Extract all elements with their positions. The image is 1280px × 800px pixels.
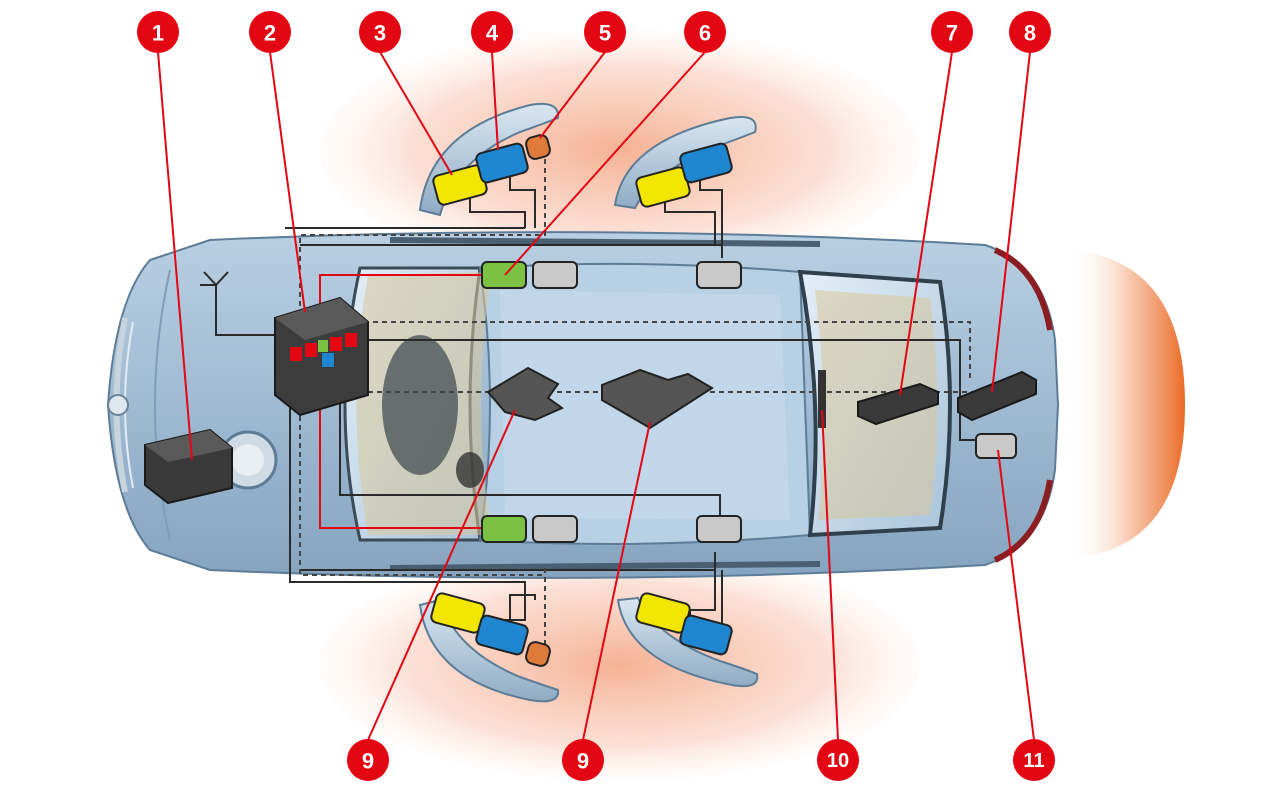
ignition-lock-module [144,428,233,505]
svg-text:5: 5 [599,21,611,46]
callout-10: 10 [817,739,859,781]
svg-text:6: 6 [699,21,711,46]
door-module-rear-left [696,261,742,289]
svg-text:2: 2 [264,21,276,46]
svg-text:8: 8 [1024,21,1036,46]
svg-text:1: 1 [152,21,164,46]
callout-7: 7 [931,11,973,53]
lock-button-front-right [525,641,551,667]
door-control-unit-front-left [481,261,527,289]
callout-4: 4 [471,11,513,53]
rear-bumper-antenna [957,370,1037,422]
svg-text:7: 7 [946,21,958,46]
callout-1: 1 [137,11,179,53]
rear-wire-point [818,370,826,428]
svg-text:11: 11 [1023,750,1044,772]
callout-5: 5 [584,11,626,53]
svg-text:9: 9 [577,749,589,774]
svg-text:10: 10 [827,750,849,772]
door-control-unit-front-right [481,515,527,543]
svg-text:9: 9 [362,749,374,774]
callout-9-front: 9 [347,739,389,781]
wiring-red [319,274,484,529]
door-handle-front-left [418,102,560,217]
callout-2: 2 [249,11,291,53]
vw-badge [107,394,129,416]
callout-9-rear: 9 [562,739,604,781]
central-control-unit [274,296,369,417]
door-module-rear-right [696,515,742,543]
luggage-compartment-antenna [857,382,939,426]
antenna-icon [200,271,290,336]
antenna-front-right [475,614,529,656]
leader-lines [157,51,1035,741]
callout-8: 8 [1009,11,1051,53]
door-module-front-left [532,261,578,289]
rear-interior-antenna [601,368,714,430]
trunk-lid-module [975,433,1017,459]
svg-text:4: 4 [486,21,499,46]
antenna-rear-left [679,142,733,184]
antenna-rear-right [679,614,733,656]
callout-11: 11 [1013,739,1055,781]
door-module-front-right [532,515,578,543]
rear-field-glow [1070,250,1185,558]
callout-6: 6 [684,11,726,53]
front-interior-antenna [486,366,565,422]
svg-text:3: 3 [374,21,386,46]
lock-button-front-left [525,134,551,160]
callout-3: 3 [359,11,401,53]
